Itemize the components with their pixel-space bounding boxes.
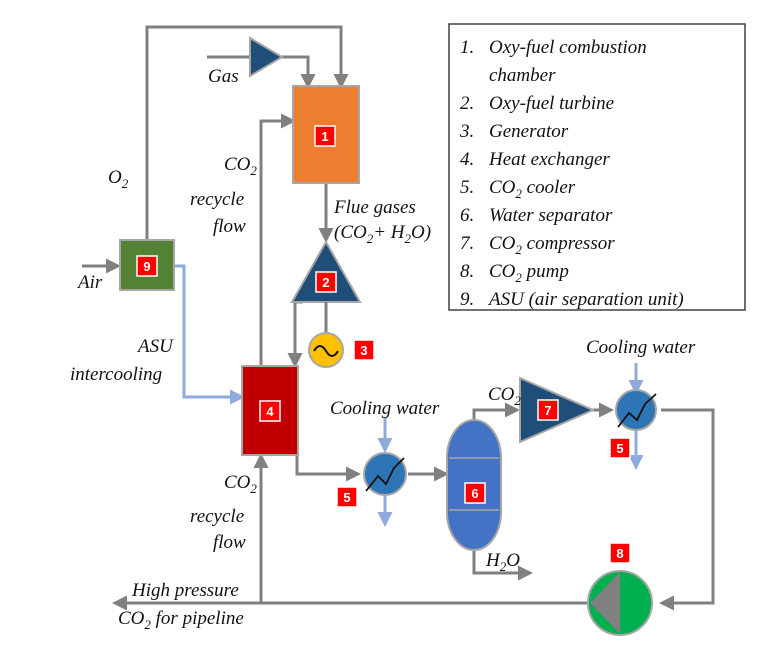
- legend-number: 7.: [460, 233, 474, 254]
- badge-7: 7: [544, 403, 551, 418]
- co2-out-label: CO2: [488, 384, 521, 408]
- legend-number: 8.: [460, 261, 474, 282]
- cooling-water-label-2: Cooling water: [586, 337, 696, 358]
- badge-3: 3: [360, 343, 367, 358]
- legend-list: 1. Oxy-fuel combustion chamber 2. Oxy-fuel t…: [459, 37, 684, 310]
- cooling-pipes: [174, 264, 644, 527]
- badge-4-box: [259, 400, 281, 422]
- o2-label: O2: [108, 167, 129, 191]
- badge-9: 9: [143, 259, 150, 274]
- legend-number: 4.: [460, 149, 474, 170]
- legend-item: Heat exchanger: [488, 149, 610, 170]
- high-pressure-label: High pressure: [131, 580, 239, 601]
- cooler-to-pump-pipe: [659, 408, 715, 611]
- legend-number: 5.: [460, 177, 474, 198]
- recycle-bottom-co2: CO2: [224, 472, 257, 496]
- o2-pipe: [145, 25, 349, 240]
- water-drain-pipe: [472, 550, 533, 581]
- badge-3-box: [353, 339, 375, 361]
- co2-cooler-1: [363, 452, 407, 496]
- asu-intercooling-line1: ASU: [136, 336, 174, 357]
- legend-item: Generator: [489, 121, 569, 142]
- legend-item: CO2 pump: [489, 261, 569, 285]
- legend-item: CO2 compressor: [489, 233, 615, 257]
- recycle-bottom-line2: recycle: [190, 506, 244, 527]
- badge-8-box: [609, 542, 631, 564]
- cooler-2-coil-icon: [617, 393, 657, 428]
- badge-1-box: [314, 125, 336, 147]
- legend-item: ASU (air separation unit): [487, 289, 684, 310]
- legend-item: CO2 cooler: [489, 177, 576, 201]
- badge-8: 8: [616, 546, 623, 561]
- badge-1: 1: [321, 129, 328, 144]
- hx-to-cooler-pipe: [295, 455, 361, 482]
- legend-item: Water separator: [489, 205, 613, 226]
- recycle-bottom-line3: flow: [213, 532, 246, 553]
- legend-number: 1.: [460, 37, 474, 58]
- badge-6-box: [464, 482, 486, 504]
- badge-5a-box: [336, 486, 358, 508]
- legend-box: [448, 23, 746, 311]
- legend-number: 2.: [460, 93, 474, 114]
- badge-2: 2: [322, 275, 329, 290]
- asu-intercooling-pipe: [174, 264, 245, 405]
- legend-item: Oxy-fuel turbine: [489, 93, 614, 114]
- legend-item: Oxy-fuel combustion: [489, 37, 647, 58]
- asu-intercooling-line2: intercooling: [70, 364, 162, 385]
- generator-ac-icon: [313, 345, 339, 357]
- cooling-water-label-1: Cooling water: [330, 398, 440, 419]
- badge-6: 6: [471, 486, 478, 501]
- legend-number: 9.: [460, 289, 474, 310]
- badge-5b: 5: [616, 441, 623, 456]
- badge-4: 4: [266, 404, 274, 419]
- badge-5b-box: [609, 437, 631, 459]
- air-label: Air: [76, 272, 103, 293]
- badge-2-box: [315, 271, 337, 293]
- recycle-upper-pipe: [259, 113, 296, 366]
- flue-gases-label: Flue gases: [333, 197, 416, 218]
- gas-pipe-out: [281, 55, 316, 89]
- flue-composition-label: (CO2+ H2O): [334, 222, 431, 246]
- cooler-1-coil-icon: [365, 457, 405, 492]
- recycle-top-line3: flow: [213, 216, 246, 237]
- recycle-top-co2: CO2: [224, 154, 257, 178]
- co2-cooler-2: [615, 389, 657, 431]
- gas-valve-icon: [249, 36, 284, 78]
- pipeline-label: CO2 for pipeline: [118, 608, 244, 632]
- legend-number: 3.: [459, 121, 474, 142]
- legend-item: chamber: [489, 65, 556, 86]
- turbine-exhaust-pipe: [287, 300, 303, 368]
- badge-9-box: [136, 255, 158, 277]
- badge-5a: 5: [343, 490, 350, 505]
- recycle-top-line2: recycle: [190, 189, 244, 210]
- badge-7-box: [537, 399, 559, 421]
- h2o-label: H2O: [485, 550, 520, 574]
- pump-direction-icon: [590, 572, 620, 634]
- pipes: [82, 25, 715, 611]
- legend-number: 6.: [460, 205, 474, 226]
- gas-label: Gas: [208, 66, 239, 87]
